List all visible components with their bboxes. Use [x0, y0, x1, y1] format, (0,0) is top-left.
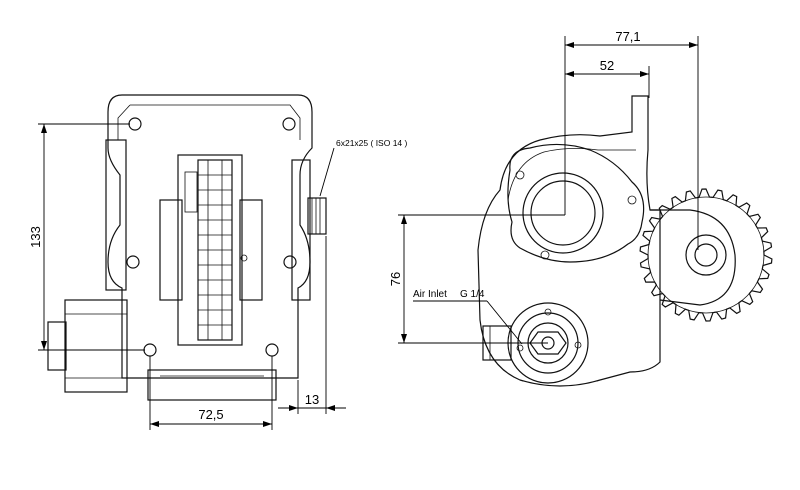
gear-housing [177, 154, 243, 346]
side-housing [477, 95, 661, 387]
dim-bolt-spacing-72-5: 72,5 [198, 407, 223, 422]
side-view [477, 95, 773, 387]
main-bore-inner [530, 180, 596, 246]
side-gear-root [647, 196, 765, 314]
trefoil-flange [507, 143, 645, 263]
front-view-dimensions: 133 72,5 13 6x21x25 ( ISO 14 ) [28, 123, 408, 430]
front-view [47, 94, 327, 401]
side-gear-hub [685, 234, 727, 276]
dim-shaft-offset-13: 13 [305, 392, 319, 407]
gear-teeth [198, 160, 232, 340]
side-view-dimensions: 77,1 52 76 Air Inlet G 1/4 [388, 29, 699, 345]
back-housing-left [105, 139, 127, 291]
air-inlet-thread-label: G 1/4 [460, 289, 485, 300]
dim-overall-77-1: 77,1 [615, 29, 640, 44]
dim-height-133: 133 [28, 226, 43, 248]
bolt-hole-top-left [128, 117, 142, 131]
spline-spec-label: 6x21x25 ( ISO 14 ) [336, 138, 408, 148]
output-shaft [307, 197, 327, 235]
back-housing-right [291, 159, 311, 301]
air-inlet-label: Air Inlet [413, 289, 447, 300]
bolt-hole-mid-right [283, 255, 297, 269]
bolt-hole-bottom-right [265, 343, 279, 357]
dim-vertical-76: 76 [388, 272, 403, 286]
dim-bore-offset-52: 52 [600, 58, 614, 73]
gear-hub-right [239, 199, 263, 301]
gear-hub-left [159, 199, 183, 301]
flange-plate [107, 94, 313, 379]
gear-arm [650, 209, 736, 306]
air-cylinder [64, 299, 128, 393]
base-plate [147, 369, 277, 401]
air-cylinder-cap [47, 321, 67, 371]
bolt-hole-bottom-left [143, 343, 157, 357]
bolt-hole-top-right [282, 117, 296, 131]
flange-inner-outline [117, 104, 301, 140]
bolt-hole-mid-left [126, 255, 140, 269]
main-bore-outer [522, 172, 604, 254]
